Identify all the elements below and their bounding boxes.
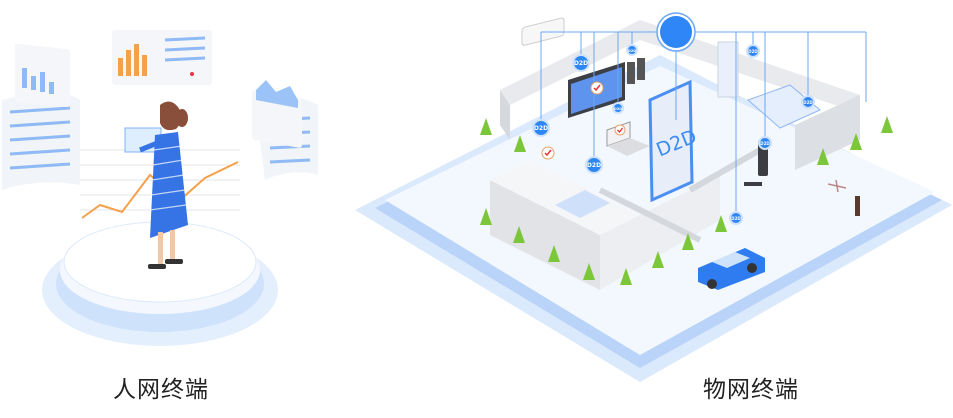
wall [500,20,640,105]
d2d-badge: D2D [612,102,624,114]
bathtub [747,84,821,129]
svg-text:D2D: D2D [803,100,813,105]
svg-text:D2D: D2D [614,107,622,111]
d2d-badge: D2D [758,136,772,150]
person-small [855,196,860,216]
svg-text:D2D: D2D [731,216,741,221]
drone [827,179,847,193]
phone-d2d: D2D [648,79,700,203]
svg-text:D2D: D2D [534,125,548,132]
human-terminal-illustration [2,30,318,346]
d2d-badge: D2D [585,156,603,174]
iot-terminal-caption: 物网终端 [703,377,799,403]
check-icon [614,124,626,136]
iot-terminal-illustration: D2D [355,12,952,382]
svg-text:D2D: D2D [574,60,588,67]
network-lines [540,31,867,218]
d2d-badge: D2D [746,44,760,58]
human-terminal-caption: 人网终端 [113,377,209,403]
trend-line [81,161,239,219]
check-icon [541,146,555,160]
trees [480,116,893,285]
person-figure [124,101,188,269]
svg-text:D2D: D2D [748,49,758,54]
svg-text:D2D: D2D [587,162,601,169]
d2d-badge: D2D [626,44,638,56]
speaker-device [627,62,635,84]
check-icon [590,81,604,95]
table [555,190,610,218]
d2d-badge: D2D [532,119,550,137]
wall [490,180,600,290]
svg-text:D2D: D2D [760,141,770,146]
d2d-badge: D2D [729,211,743,225]
fridge-device [717,41,739,98]
svg-text:D2D: D2D [628,49,636,53]
car [698,248,765,290]
d2d-badge: D2D [801,95,815,109]
d2d-badge: D2D [572,54,590,72]
